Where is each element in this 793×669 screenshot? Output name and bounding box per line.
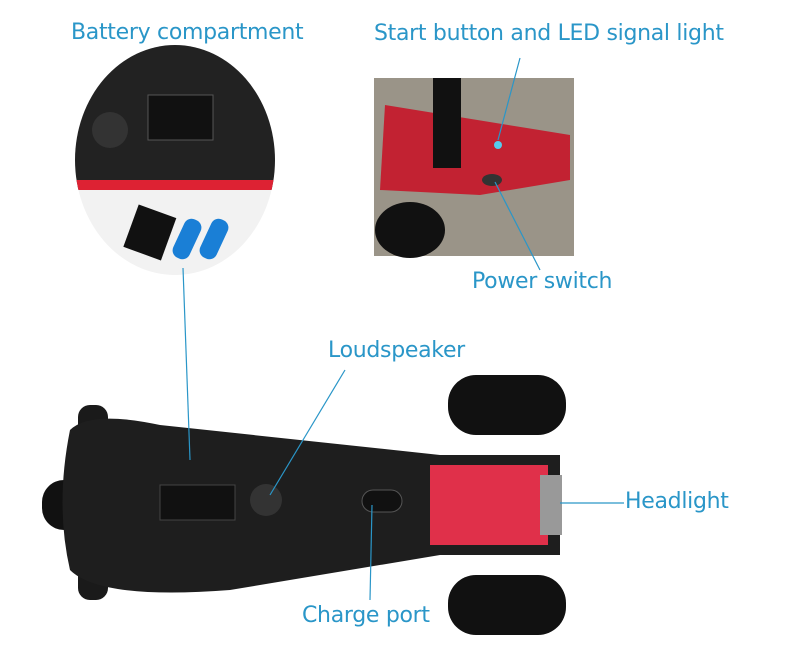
leader-lines [182,57,624,601]
headlight [540,475,562,535]
battery-compartment-inset [75,45,275,275]
label-start-button: Start button and LED signal light [374,21,724,46]
charge-port [361,489,403,513]
start-button-photo [374,78,574,258]
front-plate [430,465,548,545]
label-battery-compartment: Battery compartment [71,20,304,45]
loudspeaker [250,484,282,516]
label-headlight: Headlight [625,489,729,514]
label-power-switch: Power switch [472,269,613,294]
label-loudspeaker: Loudspeaker [328,338,465,363]
scooter-bottom-view [42,375,566,635]
label-charge-port: Charge port [302,603,430,628]
